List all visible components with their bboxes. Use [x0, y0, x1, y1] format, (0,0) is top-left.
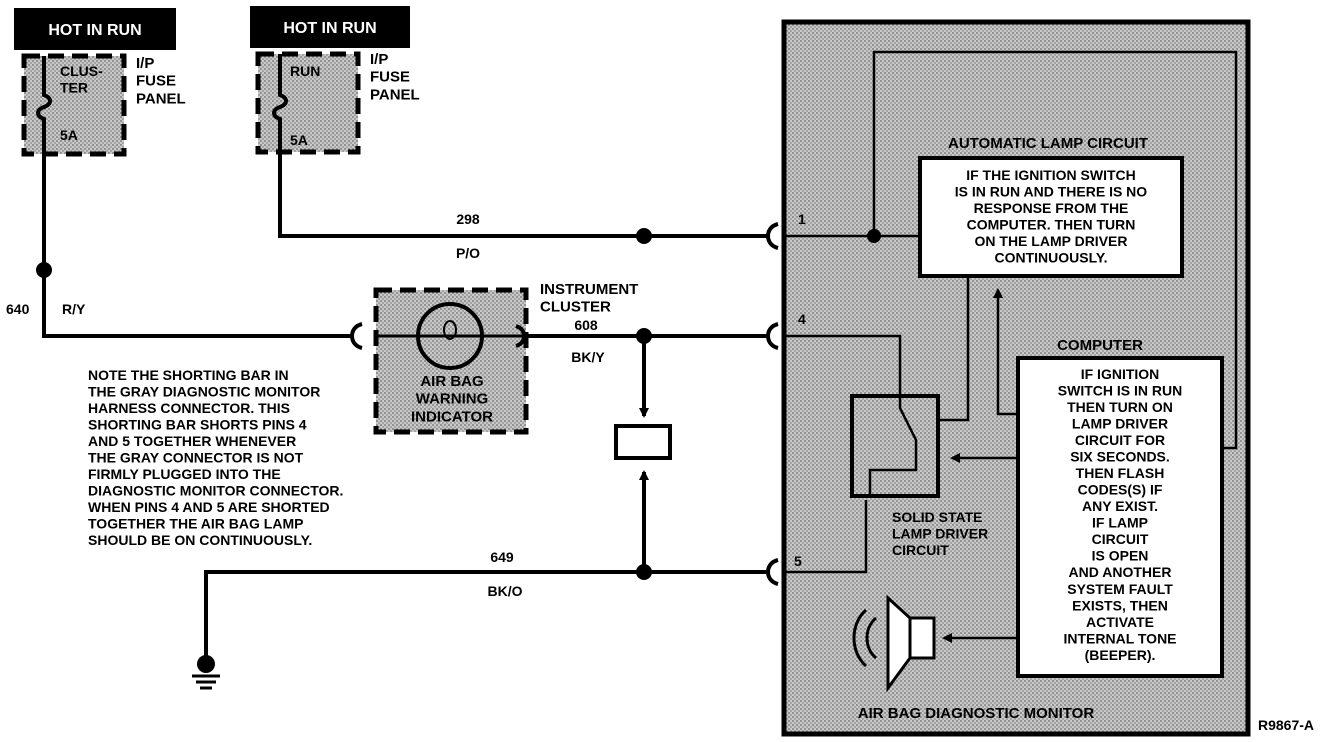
wire-649 [204, 570, 770, 662]
lamp-driver-transistor [868, 376, 918, 496]
pin-4-connector [765, 322, 779, 350]
fuse-rating-right: 5A [290, 132, 308, 148]
pin-4-internal [784, 334, 902, 376]
fuse-name-left: CLUS-TER [60, 63, 103, 96]
fuse-panel-box-right [255, 51, 361, 155]
fuse-panel-box-left [21, 53, 127, 157]
auto-lamp-title: AUTOMATIC LAMP CIRCUIT [948, 135, 1148, 152]
computer-box [1016, 356, 1224, 678]
hot-in-run-label-right: HOT IN RUN [283, 20, 376, 37]
splice-298 [636, 228, 652, 244]
hot-in-run-banner-left [14, 8, 176, 50]
splice-640 [36, 262, 52, 278]
pin-4-label: 4 [798, 311, 806, 327]
wire-649-color: BK/O [488, 583, 523, 599]
fuse-symbol-left [36, 56, 52, 154]
wire-649-number: 649 [490, 549, 514, 565]
pin-1-label: 1 [798, 211, 806, 227]
fuse-rating-left: 5A [60, 127, 78, 143]
fuse-name-right: RUN [290, 63, 320, 79]
lamp-driver-box [850, 394, 940, 498]
wire-298 [278, 152, 770, 238]
wire-298-number: 298 [456, 211, 480, 227]
wire-640-number: 640 [6, 301, 30, 317]
figure-id: R9867-A [1258, 717, 1314, 733]
auto-lamp-to-driver [938, 276, 970, 422]
wire-640 [42, 154, 352, 338]
auto-lamp-box [918, 156, 1184, 278]
shorting-bar [614, 424, 672, 460]
fuse-symbol-right [272, 54, 288, 152]
pin-5-internal [784, 500, 868, 574]
monitor-title: AIR BAG DIAGNOSTIC MONITOR [858, 705, 1095, 722]
splice-649 [636, 564, 652, 580]
lamp-filament [443, 320, 457, 340]
beeper-icon [852, 594, 936, 693]
pin-5-label: 5 [794, 553, 802, 569]
power-bus [872, 50, 1238, 450]
computer-to-auto-lamp [993, 288, 1018, 416]
instrument-cluster-box [373, 287, 529, 435]
pin-1-connector [765, 222, 779, 250]
pin-5-connector [765, 558, 779, 586]
connector-640 [349, 322, 363, 350]
wire-298-color: P/O [456, 245, 480, 261]
computer-title: COMPUTER [1057, 337, 1143, 354]
wire-640-color: R/Y [62, 301, 86, 317]
wire-608-color: BK/Y [571, 349, 605, 365]
wire-608-number: 608 [574, 317, 598, 333]
ground-icon [192, 655, 220, 690]
hot-in-run-banner-right [250, 6, 410, 48]
hot-in-run-label-left: HOT IN RUN [48, 22, 141, 39]
